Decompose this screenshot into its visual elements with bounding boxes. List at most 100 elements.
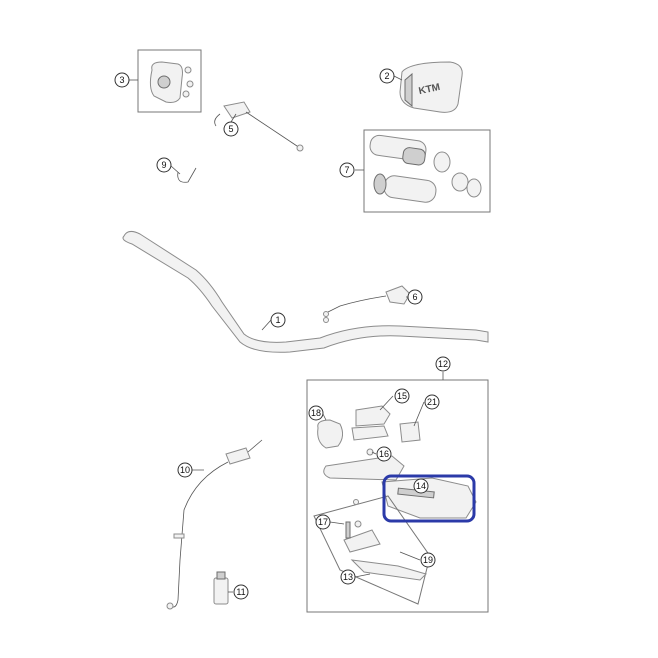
callout-12: 12 [435,356,451,372]
cable-line [245,111,301,149]
piston-assembly [381,477,477,519]
throttle-tube [433,151,451,173]
clamp-half [399,421,421,443]
reservoir-cap [355,405,391,427]
screw-c [182,90,190,98]
switch-knob [157,75,171,89]
callout-1-label: 1 [275,315,280,325]
pad-end [404,72,413,108]
part-7-grips [363,129,491,213]
part-12-clutch-assembly [306,379,489,613]
leader-17 [329,521,345,525]
leader-1 [261,319,272,331]
callout-13: 13 [340,569,356,585]
callout-2-label: 2 [384,71,389,81]
callout-2: 2 [379,68,395,84]
master-cylinder [323,455,405,481]
callout-19: 19 [420,552,436,568]
part-3-box [137,49,202,113]
callout-14: 14 [413,478,429,494]
callout-9: 9 [156,157,172,173]
callout-5: 5 [223,121,239,137]
part-5-throttle-cable [214,101,304,152]
handlebar-tube [122,230,489,353]
leader-15 [379,395,394,411]
pad-logo: KTM [418,82,441,97]
callout-12-label: 12 [438,359,448,369]
lever-pivot [343,529,381,553]
leader-16 [371,451,377,455]
diaphragm [351,425,389,441]
part-2-handlebar-pad: KTM [399,61,463,113]
lever-panel [313,495,431,605]
bottle-body [213,577,229,605]
leader-13 [354,573,371,578]
bolt-b [354,520,362,528]
screw-a [184,66,192,74]
callout-11: 11 [233,584,249,600]
leader-9 [170,165,181,175]
leader-18 [322,413,327,421]
spring [345,521,351,539]
callout-11-label: 11 [236,587,245,597]
leader-5 [230,113,237,123]
callout-1: 1 [270,312,286,328]
cable-top-end [247,439,263,453]
switch-block [385,285,411,305]
highlight-part-14 [382,474,476,523]
grip-lower [383,175,437,203]
part-9-clip [177,167,197,183]
pad-body [399,61,463,113]
switch-wire [327,295,387,313]
callout-21-label: 21 [427,397,437,407]
callout-16-label: 16 [379,449,389,459]
throttle-housing [223,101,251,119]
callout-15-label: 15 [397,391,407,401]
callout-19-label: 19 [423,555,433,565]
callout-18: 18 [308,405,324,421]
part-1-handlebar [122,230,489,353]
callout-16: 16 [376,446,392,462]
callout-10: 10 [177,462,193,478]
leader-21 [413,401,425,427]
callout-7: 7 [339,162,355,178]
callout-6: 6 [407,289,423,305]
cable-nipple [296,144,304,152]
callout-17: 17 [315,514,331,530]
bottle-cap [216,571,226,580]
callout-15: 15 [394,388,410,404]
callout-5-label: 5 [228,124,233,134]
callout-10-label: 10 [180,465,190,475]
cable-adjuster [225,447,251,465]
callout-3: 3 [114,72,130,88]
callout-9-label: 9 [161,160,166,170]
wire-end-a [323,311,329,317]
part-12-box [306,379,489,613]
callout-18-label: 18 [311,408,321,418]
grip-ring-b [466,178,482,198]
leader-2 [393,75,403,81]
grip-upper-flange [402,147,426,166]
callout-6-label: 6 [412,292,417,302]
bolt-a [353,499,359,505]
callout-3-label: 3 [119,75,124,85]
leader-19 [399,551,421,561]
callout-17-label: 17 [318,517,328,527]
callout-14-label: 14 [416,481,426,491]
part-7-box [363,129,491,213]
part-10-clutch-cable [166,439,263,610]
part-3-switch-housing [137,49,202,113]
grip-ring-a [451,172,469,192]
clutch-lever [350,559,427,581]
clamp [317,419,344,449]
screw-b [186,80,194,88]
callout-21: 21 [424,394,440,410]
cable-end [214,113,221,127]
part-11-fluid-bottle [213,571,229,605]
callout-13-label: 13 [343,572,353,582]
clip-shape [177,167,197,183]
callout-7-label: 7 [344,165,349,175]
bolt-c [366,448,374,456]
